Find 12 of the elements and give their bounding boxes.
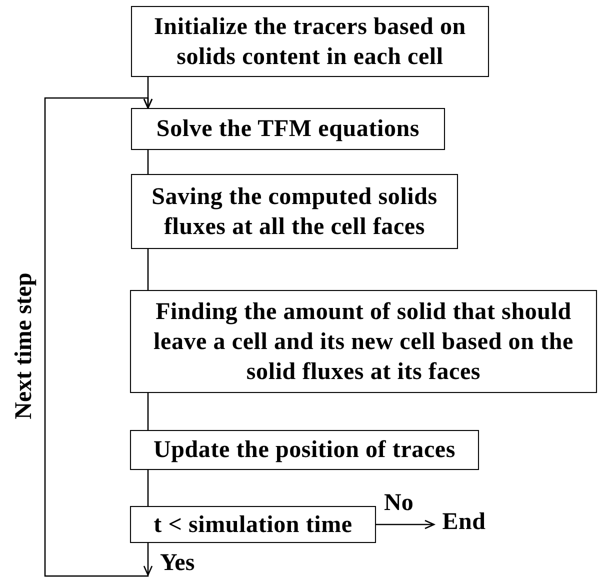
process-box: Update the position of traces [130,430,479,470]
loop-label: Next time step [11,272,37,422]
edge-label: No [384,490,414,516]
arrow [44,97,153,577]
end-label: End [436,508,492,536]
process-box: t < simulation time [130,506,376,543]
process-box: Saving the computed solids fluxes at all the cell faces [131,174,458,249]
process-box: Finding the amount of solid that should leave a cell and its new cell based on the solid fluxes at its faces [130,290,597,393]
process-box: Initialize the tracers based on solids content in each cell [131,6,489,77]
process-box: Solve the TFM equations [131,108,445,150]
edge-label: Yes [160,550,195,576]
arrow [376,520,436,530]
